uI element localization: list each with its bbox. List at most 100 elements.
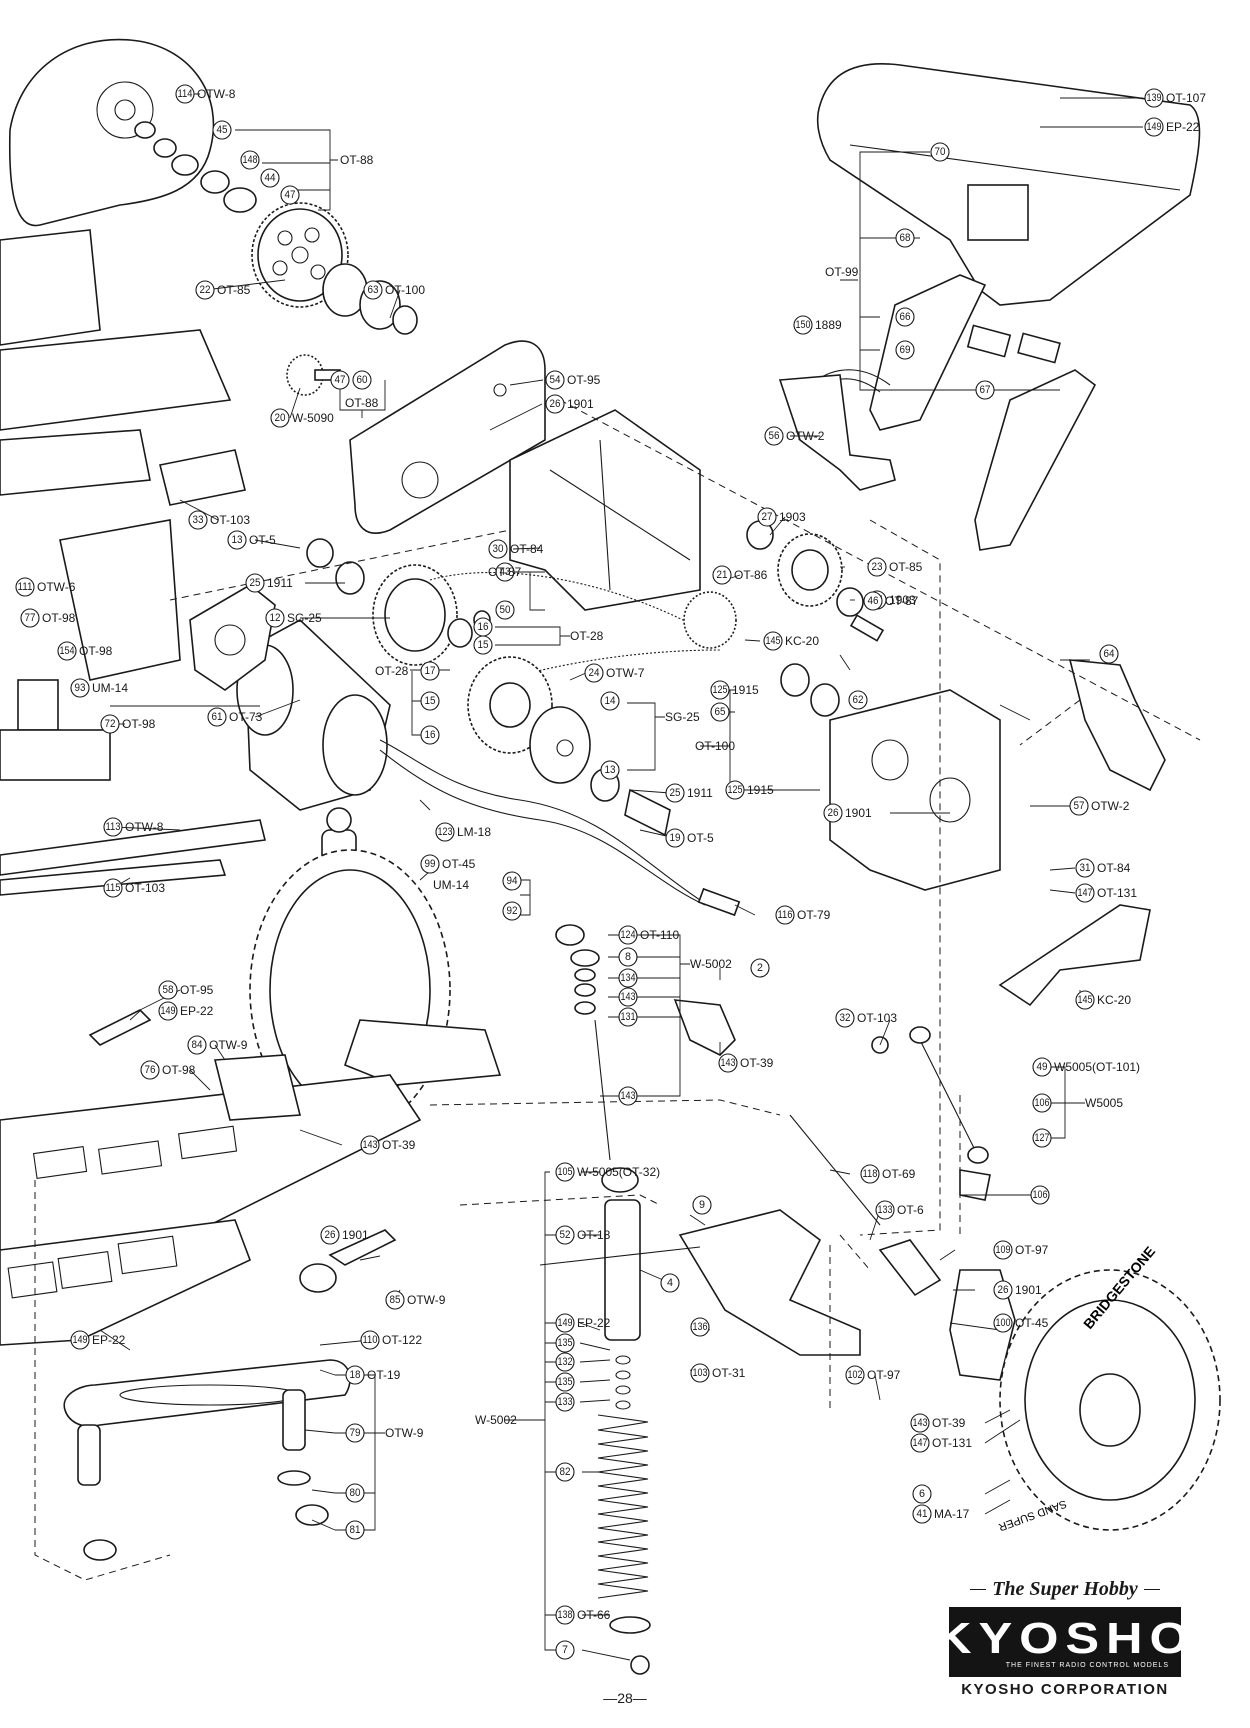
part-callout-94: 94 [502, 871, 522, 891]
callout-number: 99 [425, 858, 436, 870]
callout-circle [502, 901, 522, 921]
callout-number: 68 [900, 232, 911, 244]
callout-circle [103, 878, 123, 898]
callout-part-code: 1911 [267, 576, 293, 590]
callout-number: 79 [350, 1427, 361, 1439]
callout-circle [435, 822, 455, 842]
callout-circle [555, 1392, 575, 1412]
callout-circle [545, 370, 565, 390]
callout-number: 138 [558, 1609, 573, 1621]
callout-number: 135 [558, 1376, 573, 1388]
part-callout-70: 70 [930, 142, 950, 162]
part-callout-132: 132 [555, 1352, 575, 1372]
callout-number: 106 [1033, 1189, 1048, 1201]
part-callout-15: 15 [420, 691, 440, 711]
callout-number: 2 [757, 962, 763, 974]
part-callout-131: 131 [618, 1007, 638, 1027]
callout-part-code: OT-84 [510, 542, 544, 556]
callout-circle [555, 1352, 575, 1372]
callout-circle [895, 307, 915, 327]
callout-number: 25 [250, 577, 261, 589]
part-callout-14: 14 [600, 691, 620, 711]
part-callout-133: 133 [555, 1392, 575, 1412]
callout-number: 26 [550, 398, 561, 410]
callout-number: 20 [275, 412, 286, 424]
part-callout-143: 143 [618, 1086, 638, 1106]
callout-number: 16 [478, 621, 489, 633]
callout-number: 106 [1035, 1097, 1050, 1109]
callout-number: 82 [560, 1466, 571, 1478]
callout-part-code: OT-97 [867, 1368, 901, 1382]
part-callout-64: 64 [1099, 644, 1119, 664]
callout-circle [363, 280, 383, 300]
callout-number: 105 [558, 1166, 573, 1178]
callout-circle [618, 1007, 638, 1027]
callout-circle [618, 925, 638, 945]
callout-part-code: UM-14 [92, 681, 128, 695]
callout-circle [330, 370, 350, 390]
callout-circle [750, 958, 770, 978]
callout-part-code: OT-31 [712, 1366, 746, 1380]
callout-part-code: EP-22 [1166, 120, 1200, 134]
part-callout-79: 79 [345, 1423, 365, 1443]
callout-part-code: OT-110 [640, 928, 679, 942]
callout-number: 26 [998, 1284, 1009, 1296]
part-callout-13: 13 [600, 760, 620, 780]
callout-circle [910, 1413, 930, 1433]
callout-number: 133 [558, 1396, 573, 1408]
callout-part-code: OT-69 [882, 1167, 916, 1181]
rear-arm-part [344, 1019, 502, 1086]
callout-circle [1099, 644, 1119, 664]
callout-circle [360, 1135, 380, 1155]
callout-number: 149 [161, 1005, 176, 1017]
callout-number: 109 [996, 1244, 1011, 1256]
rear-tire-right-part [999, 1269, 1221, 1531]
callout-number: 132 [558, 1356, 573, 1368]
callout-number: 124 [621, 929, 636, 941]
callout-part-code: OT-5 [687, 831, 714, 845]
callout-part-code: OTW-8 [197, 87, 236, 101]
callout-number: 56 [769, 430, 780, 442]
motor-wires-part [379, 739, 706, 906]
part-callout-15: 15 [473, 635, 493, 655]
part-callout-148: 148 [240, 150, 260, 170]
callout-circle [1032, 1128, 1052, 1148]
callout-part-code: OT-79 [797, 908, 831, 922]
group-label: W5005 [1085, 1096, 1123, 1110]
callout-number: 114 [178, 88, 193, 100]
side-rail-part [0, 819, 266, 876]
callout-number: 84 [192, 1039, 203, 1051]
callout-number: 23 [872, 561, 883, 573]
group-label: OT-88 [345, 396, 379, 410]
callout-circle [227, 530, 247, 550]
callout-circle [1032, 1057, 1052, 1077]
callout-number: 143 [913, 1417, 928, 1429]
callout-circle [875, 1200, 895, 1220]
logo-subtitle: THE FINEST RADIO CONTROL MODELS [1005, 1661, 1169, 1669]
callout-part-code: 1901 [845, 806, 872, 820]
callout-part-code: OT-66 [577, 1608, 611, 1622]
part-callout-81: 81 [345, 1520, 365, 1540]
callout-circle [420, 691, 440, 711]
callout-circle [692, 1195, 712, 1215]
part-callout-8: 8 [618, 947, 638, 967]
callout-circle [212, 120, 232, 140]
callout-circle [975, 380, 995, 400]
callout-circle [420, 661, 440, 681]
callout-number: 149 [1147, 121, 1162, 133]
callout-number: 66 [900, 311, 911, 323]
callout-number: 43 [500, 566, 511, 578]
group-label: OT-87 [488, 565, 522, 579]
